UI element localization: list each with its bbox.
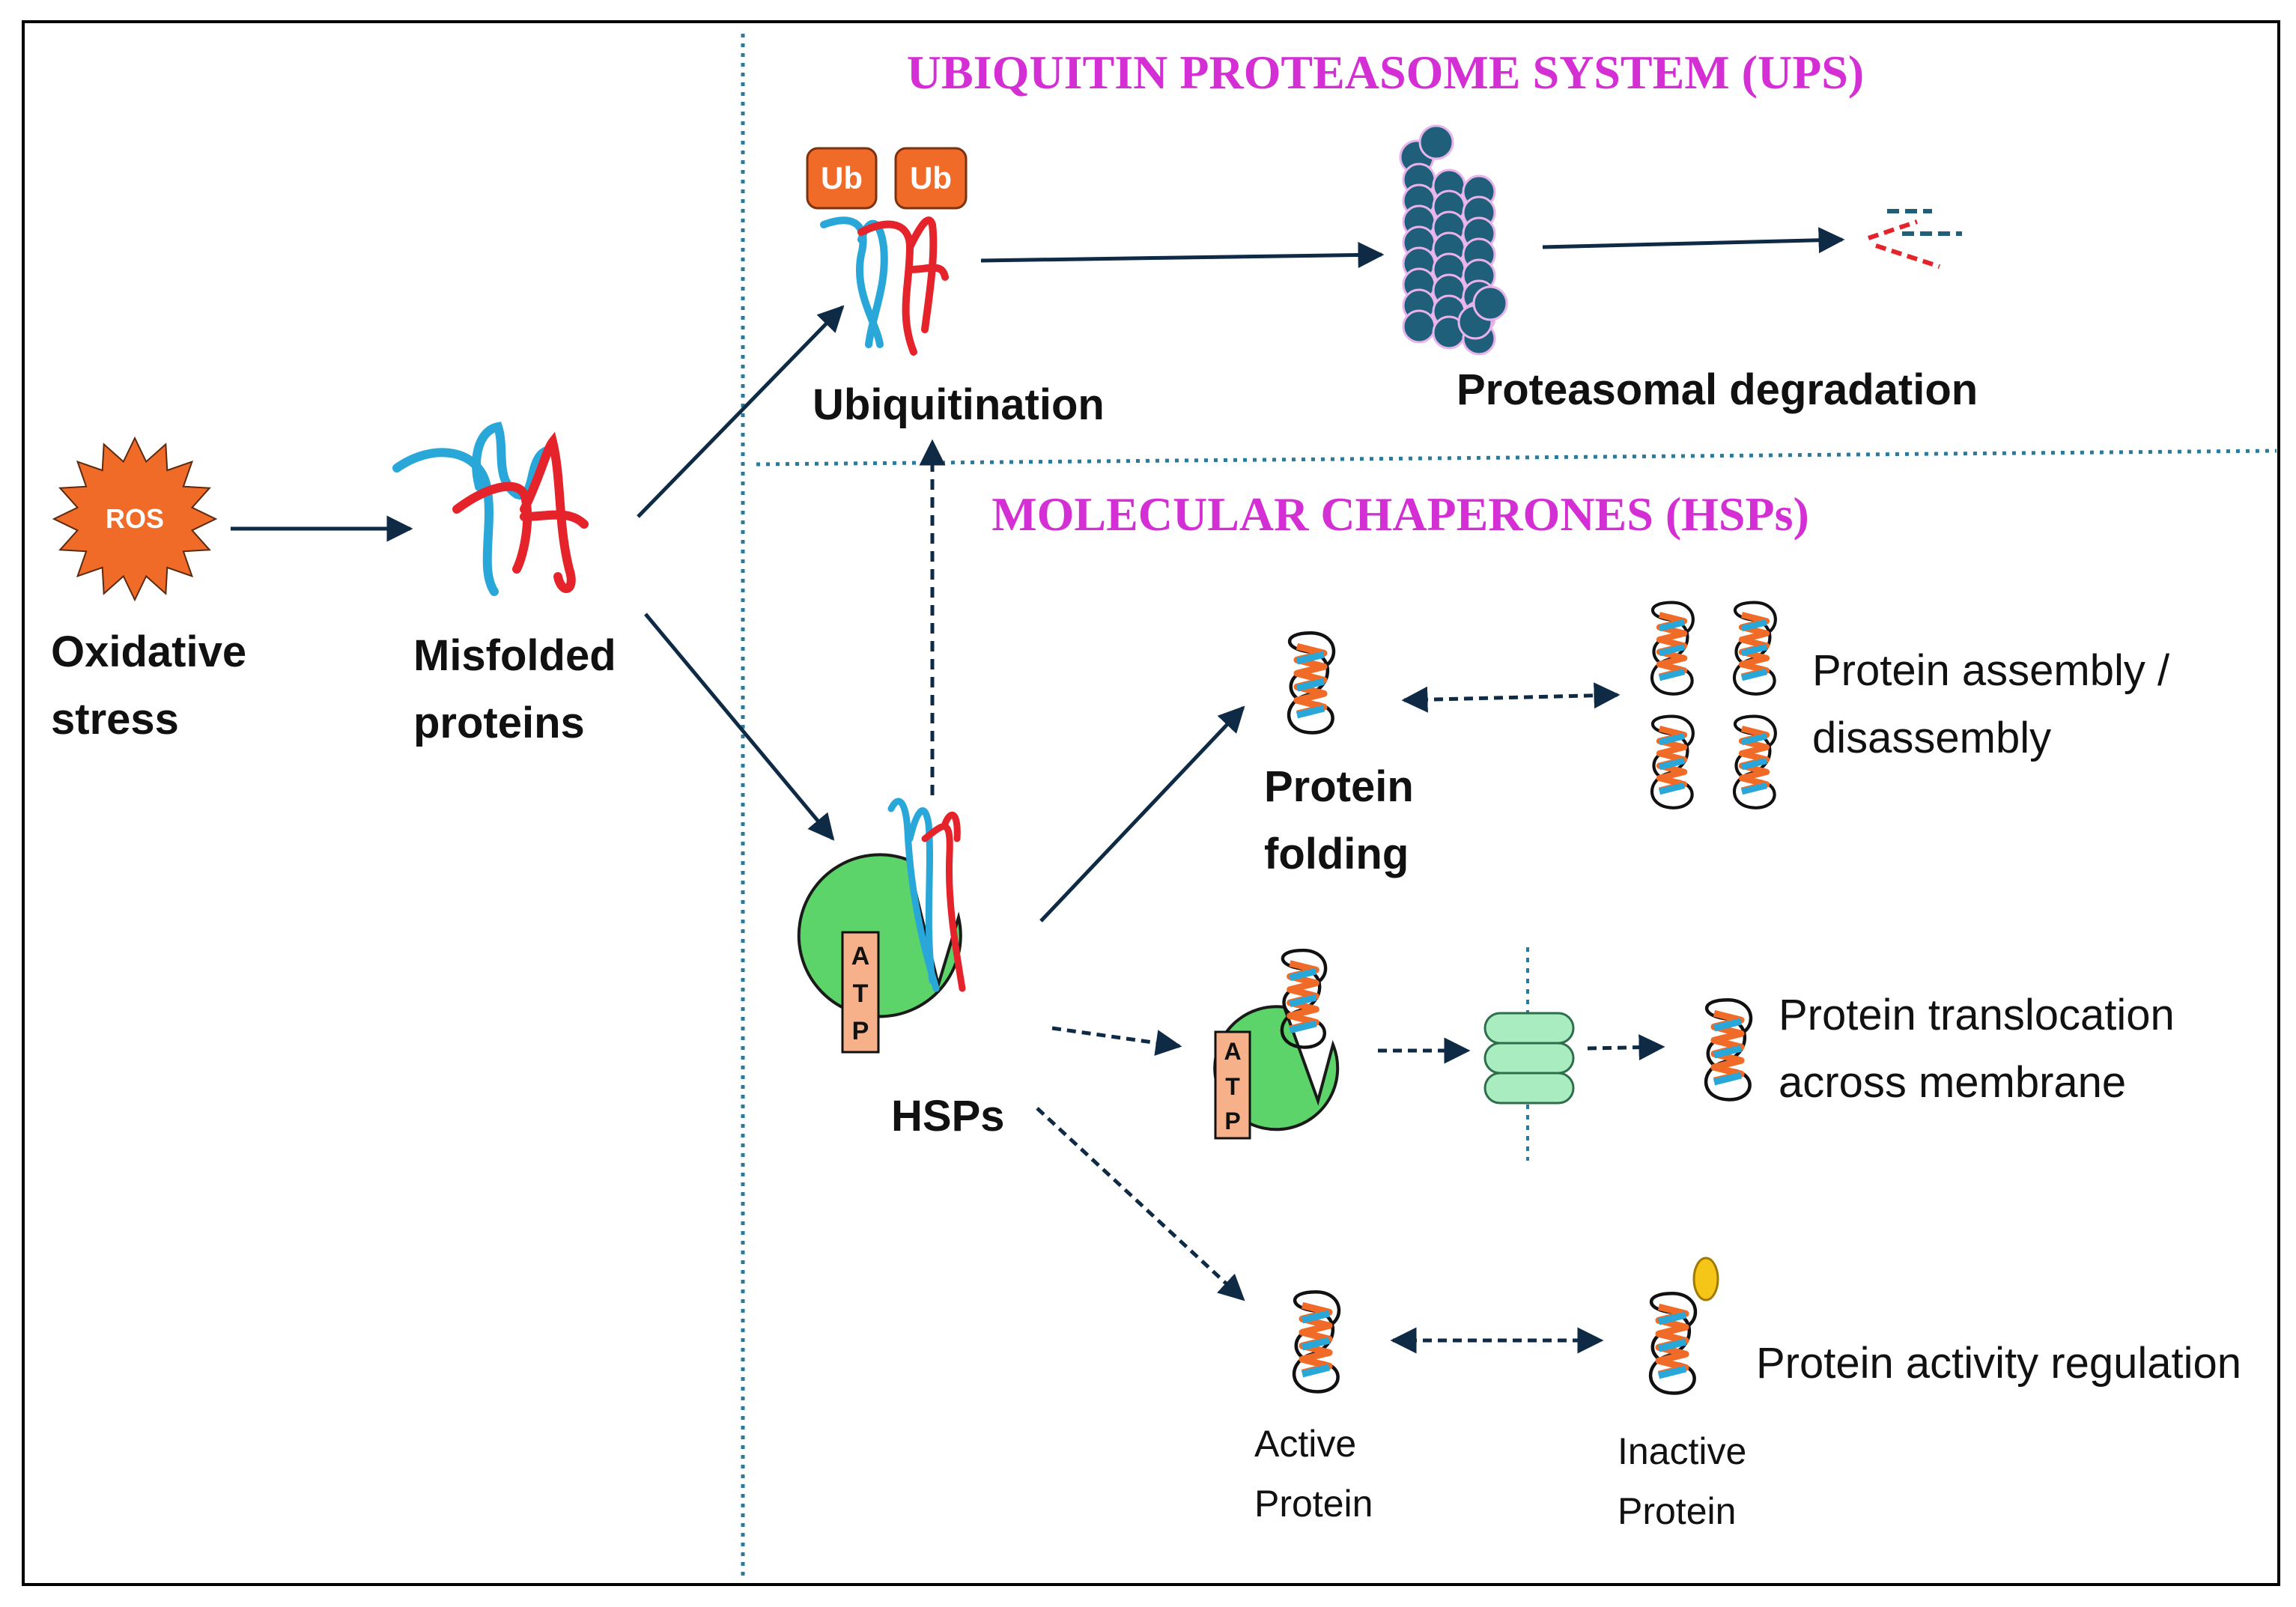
active-protein-line1: Active (1254, 1423, 1356, 1465)
ub-tag-1 (806, 147, 878, 210)
inactive-protein-line1: Inactive (1618, 1430, 1746, 1472)
ub-tag-2 (894, 147, 968, 210)
ubiquitinated-protein-icon: Ub Ub (806, 147, 968, 356)
hsp-atp-box (841, 931, 880, 1054)
arrow-misfolded-to-hsps (644, 613, 835, 841)
outer-frame (22, 20, 2280, 1586)
ups-section-title: UBIQUITIN PROTEASOME SYSTEM (UPS) (907, 46, 1864, 99)
ros-label: ROS (106, 503, 164, 534)
misfolded-proteins-line2: proteins (413, 699, 585, 747)
hsp-atp-a: A (851, 942, 870, 970)
inactive-protein-line2: Protein (1618, 1490, 1736, 1532)
proteasome-subunit (1472, 285, 1508, 321)
peptide-fragments-icon (1868, 209, 1962, 269)
oxidative-stress-line2: stress (51, 695, 179, 744)
bound-ligand (1692, 1257, 1719, 1301)
proteasome-subunit (1402, 309, 1436, 344)
ub-tag-1-label: Ub (821, 160, 863, 195)
active-protein-icon (1294, 1292, 1339, 1391)
translocated-protein-icon (1706, 1000, 1751, 1099)
arrow-hsps-to-folding (1039, 705, 1245, 923)
hsps-label: HSPs (891, 1092, 1005, 1140)
protein-assembly-line2: disassembly (1812, 714, 2051, 762)
ubiquitination-label: Ubiquitination (813, 380, 1105, 429)
proteasome-subunit (1418, 124, 1454, 160)
translocation-chaperone-icon: A T P (1213, 950, 1340, 1140)
inactive-protein-icon (1650, 1257, 1719, 1393)
ros-star-shape (52, 436, 218, 602)
translocation-atp-a: A (1224, 1038, 1241, 1065)
protein-folding-line1: Protein (1264, 762, 1414, 811)
horizontal-divider (756, 449, 2277, 467)
arrow-membrane-to-protein (1587, 1034, 1665, 1061)
protein-translocation-line2: across membrane (1779, 1058, 2126, 1107)
folded-protein-icon (1289, 633, 1334, 732)
arrow-hsps-to-activity (1036, 1107, 1245, 1301)
arrow-proteasome-to-fragments (1542, 227, 1845, 254)
ros-starburst: ROS (52, 436, 218, 602)
arrow-folding-assembly (1401, 682, 1621, 713)
membrane-channel-icon (1483, 947, 1575, 1161)
protein-assembly-cluster-icon (1652, 603, 1776, 808)
hsp-atp-t: T (853, 979, 869, 1008)
oxidative-stress-line1: Oxidative (51, 628, 246, 676)
protein-folding-line2: folding (1264, 830, 1409, 878)
active-protein-line2: Protein (1254, 1483, 1373, 1525)
proteasome-icon (1399, 124, 1508, 356)
hsp-chaperone-icon: A T P (797, 798, 966, 1054)
proteasomal-degradation-label: Proteasomal degradation (1457, 365, 1978, 414)
hsp-atp-p: P (852, 1017, 869, 1045)
misfolded-protein-icon (392, 422, 589, 596)
translocation-atp-p: P (1224, 1108, 1240, 1134)
hsp-section-title: MOLECULAR CHAPERONES (HSPs) (991, 487, 1809, 541)
translocation-atp-t: T (1225, 1073, 1240, 1100)
arrow-misfolded-to-ubiquitination (637, 305, 845, 518)
misfolded-proteins-line1: Misfolded (413, 631, 616, 680)
protein-assembly-line1: Protein assembly / (1812, 646, 2170, 695)
arrow-hsps-to-translocation (1051, 1026, 1182, 1056)
protein-translocation-line1: Protein translocation (1779, 991, 2175, 1039)
translocation-atp-box (1214, 1030, 1251, 1140)
ub-tag-2-label: Ub (910, 160, 952, 195)
arrow-ubiquitination-to-proteasome (980, 241, 1385, 268)
protein-activity-label: Protein activity regulation (1756, 1339, 2241, 1388)
